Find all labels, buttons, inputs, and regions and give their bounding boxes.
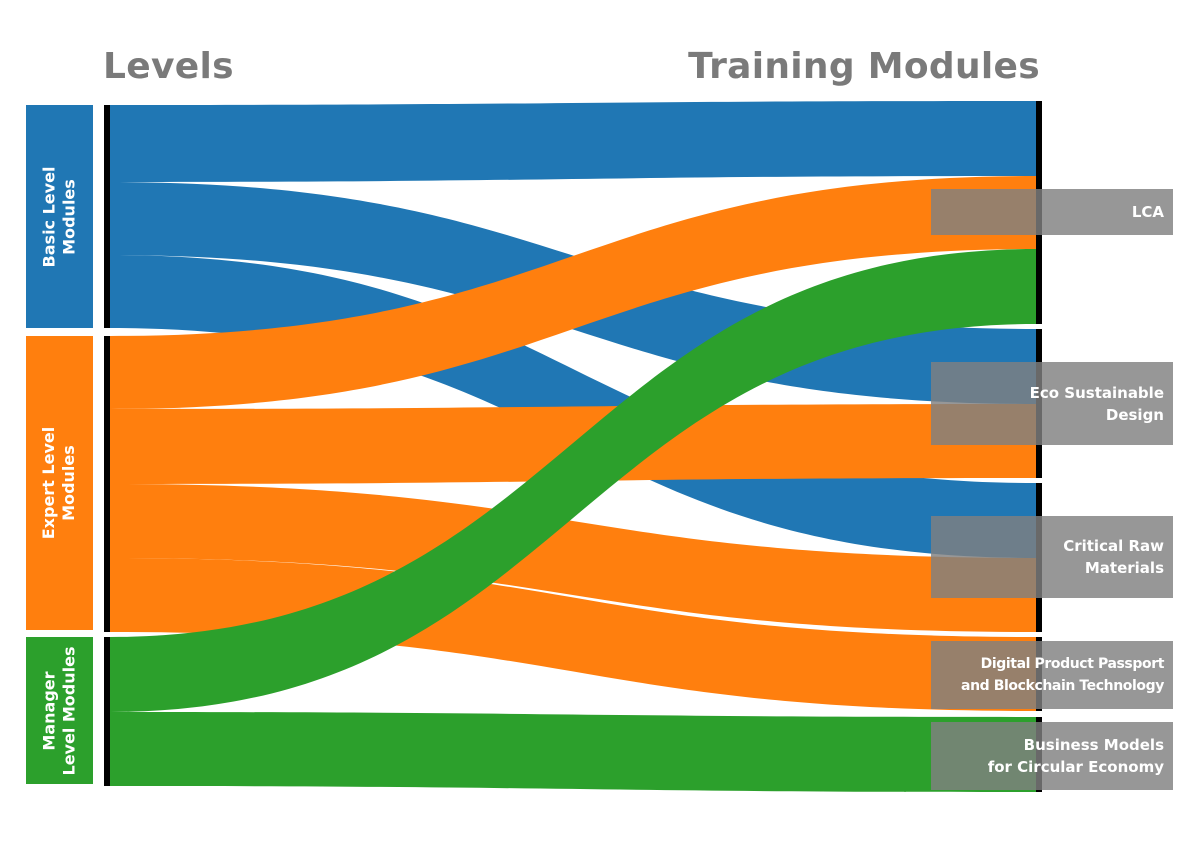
module-label-lca: LCA [931,189,1173,235]
module-label-digital-product-passport: Digital Product Passport and Blockchain … [931,641,1173,709]
manager-node-bar [104,637,110,786]
basic-level-box: Basic Level Modules [26,105,93,328]
levels-heading: Levels [103,46,234,87]
manager-level-box: Manager Level Modules [26,637,93,784]
link-manager-lca [110,249,1036,712]
module-label-eco-sustainable-design: Eco Sustainable Design [931,362,1173,445]
link-expert-lca [110,176,1036,409]
link-manager-bm [110,712,1036,792]
link-expert-crm [110,484,1036,632]
expert-level-box: Expert Level Modules [26,336,93,630]
basic-node-bar [104,105,110,328]
expert-node-bar [104,336,110,632]
module-label-business-models: Business Models for Circular Economy [931,722,1173,790]
training-modules-heading: Training Modules [688,46,1040,87]
module-label-critical-raw-materials: Critical Raw Materials [931,516,1173,598]
link-basic-lca [110,101,1036,182]
